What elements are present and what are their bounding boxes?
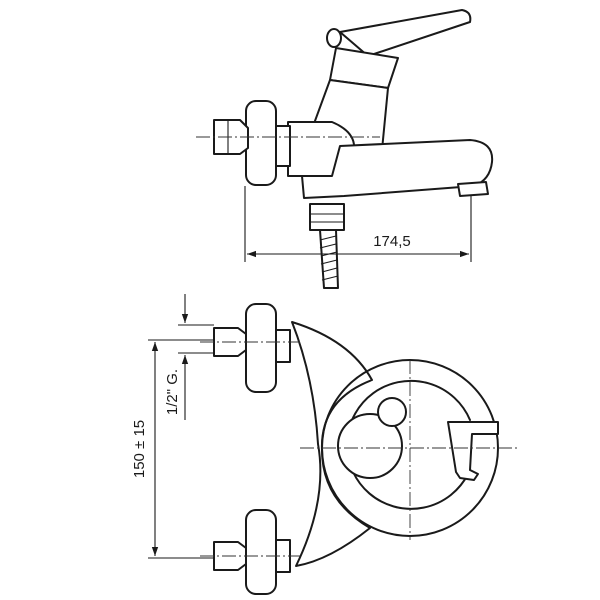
side-view: 174,5 xyxy=(196,9,494,289)
mixer-knob xyxy=(337,413,403,479)
wall-flange xyxy=(245,100,277,186)
thread-size-label: 1/2" G. xyxy=(164,369,181,415)
body-connector xyxy=(275,125,291,167)
wall-flange-lower xyxy=(245,509,277,595)
spout xyxy=(301,139,494,199)
lever-knob xyxy=(326,28,342,48)
spout-length-dimension: 174,5 xyxy=(373,233,411,250)
spout-nozzle xyxy=(457,181,489,197)
lever-stub xyxy=(377,397,407,427)
upper-nut xyxy=(275,329,291,363)
front-view: 150 ± 15 1/2" G. xyxy=(131,294,520,595)
lever-handle xyxy=(339,9,472,57)
diverter-tab xyxy=(447,421,499,481)
wall-flange-upper xyxy=(245,303,277,393)
outlet-nut xyxy=(309,203,345,231)
connection-spacing-dimension: 150 ± 15 xyxy=(131,420,148,478)
